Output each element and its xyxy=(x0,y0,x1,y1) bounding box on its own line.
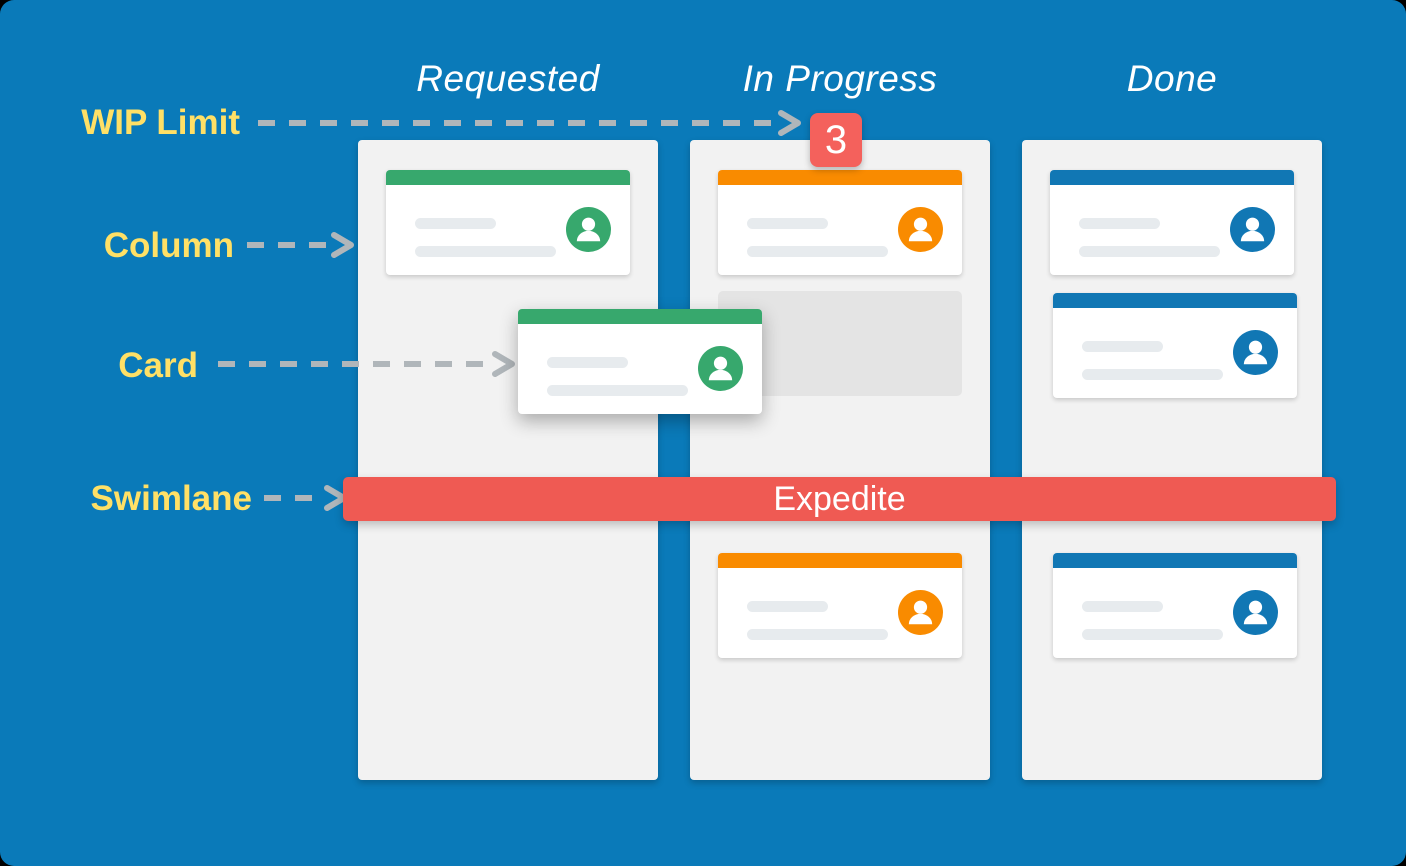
card-done-3[interactable] xyxy=(1053,553,1297,658)
annotation-label-swimlane: Swimlane xyxy=(90,479,252,518)
person-icon xyxy=(1233,590,1278,635)
card-color-bar xyxy=(718,170,962,185)
column-header-requested: Requested xyxy=(416,58,600,99)
card-body xyxy=(518,324,762,414)
person-icon xyxy=(898,207,943,252)
card-text-line-2 xyxy=(1082,369,1223,380)
card-color-bar xyxy=(1050,170,1294,185)
annotation-label-card: Card xyxy=(118,346,198,385)
annotation-arrow-column xyxy=(247,232,359,258)
column-header-in-progress: In Progress xyxy=(742,58,938,99)
person-icon xyxy=(566,207,611,252)
card-done-2[interactable] xyxy=(1053,293,1297,398)
card-body xyxy=(718,185,962,275)
card-text-line-1 xyxy=(1082,601,1163,612)
card-text-line-1 xyxy=(747,601,828,612)
card-text-line-2 xyxy=(747,629,888,640)
card-text-line-2 xyxy=(547,385,688,396)
card-color-bar xyxy=(518,309,762,324)
annotation-arrow-wip-limit xyxy=(258,110,806,136)
annotation-arrow-card xyxy=(218,351,520,377)
card-color-bar xyxy=(1053,293,1297,308)
card-requested-1[interactable] xyxy=(386,170,630,275)
card-color-bar xyxy=(386,170,630,185)
card-text-line-1 xyxy=(1079,218,1160,229)
card-text-line-1 xyxy=(747,218,828,229)
card-color-bar xyxy=(1053,553,1297,568)
card-body xyxy=(1050,185,1294,275)
card-body xyxy=(386,185,630,275)
card-body xyxy=(1053,568,1297,658)
card-in-progress-2[interactable] xyxy=(718,553,962,658)
person-icon xyxy=(698,346,743,391)
card-color-bar xyxy=(718,553,962,568)
card-done-1[interactable] xyxy=(1050,170,1294,275)
card-body xyxy=(718,568,962,658)
swimlane-label: Expedite xyxy=(773,479,906,518)
card-in-progress-1[interactable] xyxy=(718,170,962,275)
annotation-label-wip-limit: WIP Limit xyxy=(81,103,240,142)
wip-limit-badge[interactable]: 3 xyxy=(810,113,862,167)
wip-limit-value: 3 xyxy=(824,117,848,162)
card-text-line-2 xyxy=(1082,629,1223,640)
card-text-line-1 xyxy=(547,357,628,368)
person-icon xyxy=(898,590,943,635)
swimlane-expedite[interactable]: Expedite xyxy=(343,477,1336,521)
card-text-line-2 xyxy=(747,246,888,257)
card-text-line-1 xyxy=(415,218,496,229)
card-text-line-2 xyxy=(1079,246,1220,257)
card-text-line-1 xyxy=(1082,341,1163,352)
annotation-label-column: Column xyxy=(103,226,234,265)
card-dragging[interactable] xyxy=(518,309,762,414)
card-body xyxy=(1053,308,1297,398)
annotation-arrow-swimlane xyxy=(264,485,352,511)
person-icon xyxy=(1230,207,1275,252)
column-header-done: Done xyxy=(1126,58,1218,99)
person-icon xyxy=(1233,330,1278,375)
card-text-line-2 xyxy=(415,246,556,257)
